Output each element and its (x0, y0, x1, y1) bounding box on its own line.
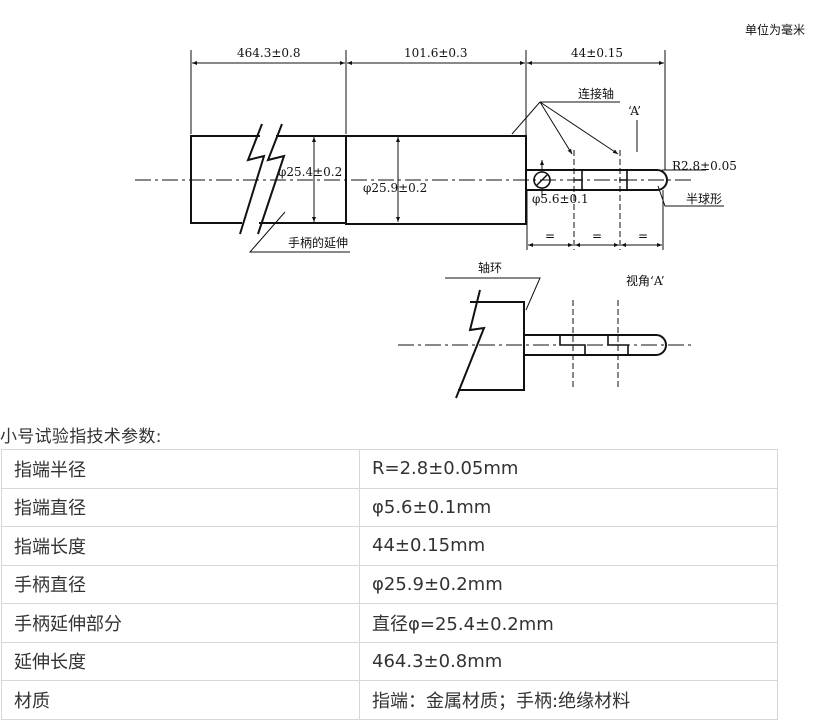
spec-name: 材质 (1, 680, 360, 720)
dimension-handle-diameter: φ25.9±0.2 (363, 137, 427, 222)
equal-division-lines (526, 190, 664, 250)
dimension-middle: 101.6±0.3 (404, 46, 468, 60)
spec-value: R=2.8±0.05mm (359, 449, 778, 489)
dimension-line-total: 464.3±0.8 (192, 46, 345, 65)
specs-table: 指端半径 R=2.8±0.05mm 指端直径 φ5.6±0.1mm 指端长度 4… (1, 449, 778, 720)
dimension-tip: 44±0.15 (571, 46, 623, 60)
spec-name: 延伸长度 (1, 641, 360, 681)
label-dia-tip: φ5.6±0.1 (532, 192, 589, 206)
spec-name: 指端半径 (1, 449, 360, 489)
label-hemisphere: 半球形 (686, 192, 722, 206)
table-row: 指端长度 44±0.15mm (1, 526, 778, 566)
label-connecting-shaft: 连接轴 (578, 86, 614, 101)
tip-section-lines (573, 150, 621, 250)
table-row: 手柄直径 φ25.9±0.2mm (1, 564, 778, 604)
handle-body (345, 135, 527, 225)
label-view-marker: ‘A’ (628, 104, 641, 118)
spec-name: 指端长度 (1, 526, 360, 566)
spec-value: 44±0.15mm (359, 526, 778, 566)
unit-note: 单位为毫米 (745, 22, 805, 37)
dimension-line-middle: 101.6±0.3 (347, 46, 525, 65)
equal-mark-3: = (638, 229, 648, 243)
equal-mark-1: = (545, 229, 555, 243)
collar-leader (445, 277, 541, 311)
label-view-a: 视角‘A’ (626, 273, 665, 288)
spec-value: φ5.6±0.1mm (359, 487, 778, 527)
spec-value: 直径φ=25.4±0.2mm (359, 603, 778, 643)
hemisphere-leader (657, 185, 724, 207)
dimension-line-tip: 44±0.15 (527, 46, 664, 65)
connecting-shaft-leaders (511, 101, 620, 155)
table-row: 指端半径 R=2.8±0.05mm (1, 449, 778, 489)
label-radius: R2.8±0.05 (672, 159, 737, 173)
label-dia-extension: φ25.4±0.2 (278, 165, 342, 179)
dimension-extension-lines (190, 50, 666, 170)
table-row: 手柄延伸部分 直径φ=25.4±0.2mm (1, 603, 778, 643)
table-row: 材质 指端：金属材质；手柄:绝缘材料 (1, 680, 778, 720)
handle-extension-leader (248, 211, 350, 253)
spec-value: φ25.9±0.2mm (359, 564, 778, 604)
dimension-tip-diameter: φ5.6±0.1 (532, 160, 589, 206)
spec-name: 指端直径 (1, 487, 360, 527)
view-a-section-lines (572, 300, 619, 390)
dimension-extension-diameter: φ25.4±0.2 (278, 137, 342, 222)
dimension-total: 464.3±0.8 (237, 46, 301, 60)
specs-caption: 小号试验指技术参数: (0, 427, 162, 447)
label-handle-extension: 手柄的延伸 (288, 235, 348, 250)
label-collar: 轴环 (478, 260, 502, 275)
equal-mark-2: = (592, 229, 602, 243)
table-row: 延伸长度 464.3±0.8mm (1, 641, 778, 681)
spec-name: 手柄直径 (1, 564, 360, 604)
spec-value: 指端：金属材质；手柄:绝缘材料 (359, 680, 778, 720)
label-dia-handle: φ25.9±0.2 (363, 181, 427, 195)
handle-extension (190, 123, 346, 235)
spec-name: 手柄延伸部分 (1, 603, 360, 643)
spec-value: 464.3±0.8mm (359, 641, 778, 681)
view-a-part (455, 289, 667, 399)
test-finger-drawing: 单位为毫米 464.3±0.8 101.6±0.3 44±0.15 (135, 22, 805, 399)
table-row: 指端直径 φ5.6±0.1mm (1, 487, 778, 527)
